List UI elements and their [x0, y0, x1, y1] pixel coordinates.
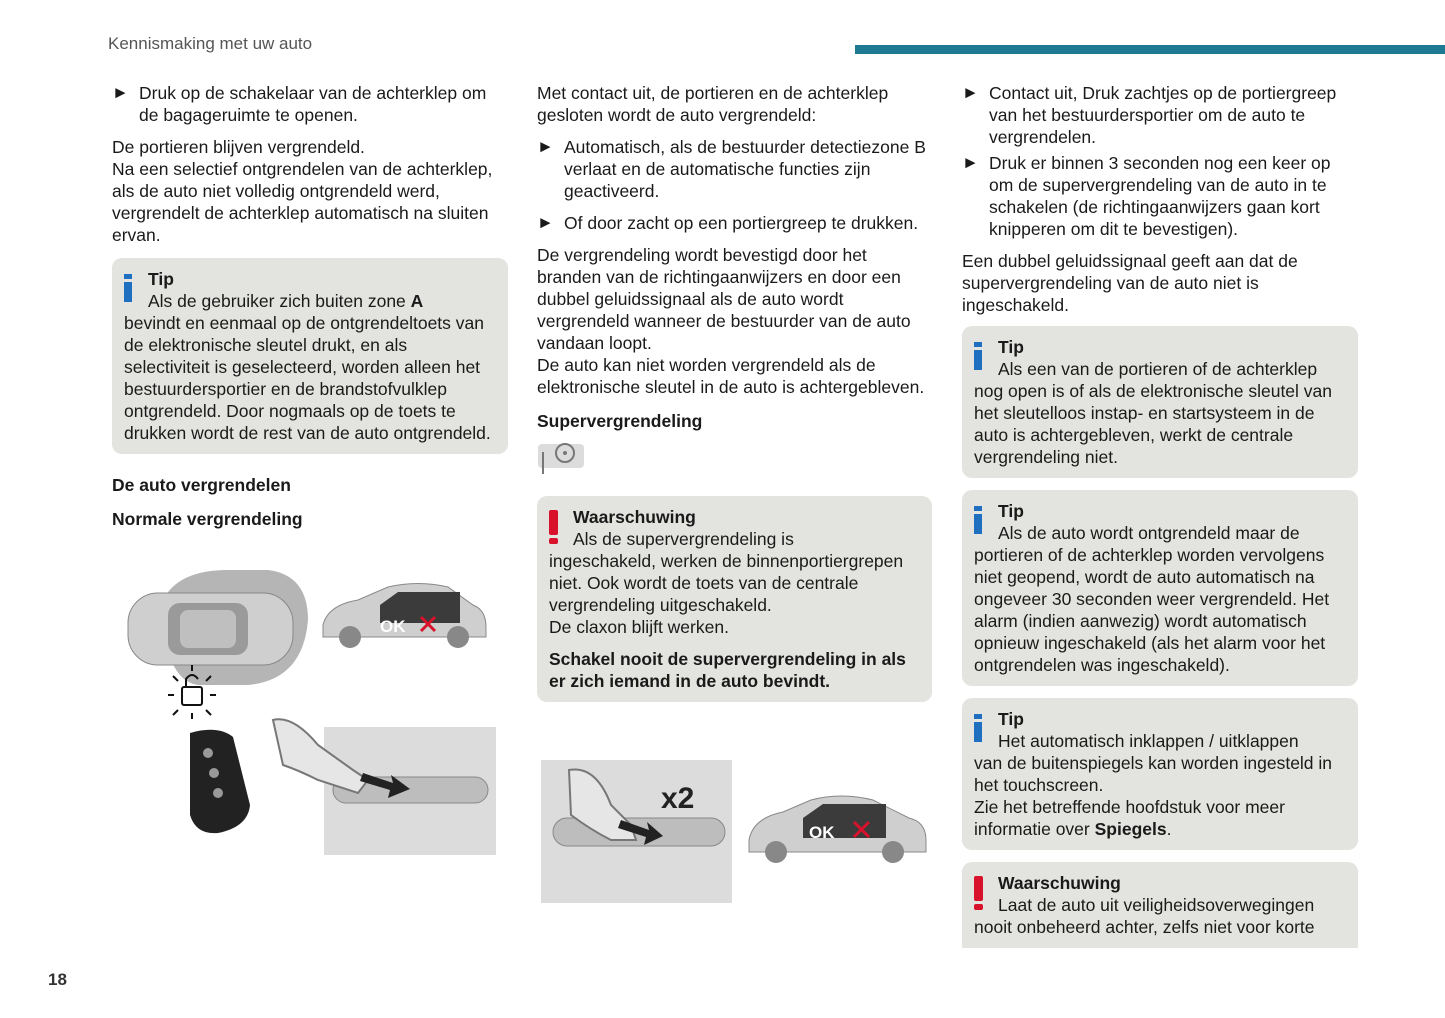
bullet-arrow-icon: ►	[537, 213, 554, 232]
paragraph: De portieren blijven vergrendeld.	[112, 137, 365, 157]
column-1: ► Druk op de schakelaar van de achterkle…	[112, 82, 508, 542]
section-heading: Supervergrendeling	[537, 411, 703, 431]
padlock-unlocked-icon	[168, 665, 216, 719]
info-icon	[124, 274, 132, 302]
tip-box: Tip Het automatisch inklappen / uitklapp…	[962, 698, 1358, 850]
paragraph: De auto kan niet worden vergrendeld als …	[537, 355, 925, 397]
tip-title: Tip	[998, 501, 1024, 521]
warning-box: Waarschuwing Laat de auto uit veiligheid…	[962, 862, 1358, 948]
warning-title: Waarschuwing	[998, 873, 1121, 893]
tip-box: Tip Als een van de portieren of de achte…	[962, 326, 1358, 478]
bullet-item: ► Automatisch, als de bestuurder detecti…	[537, 137, 926, 201]
bullet-arrow-icon: ►	[112, 83, 129, 102]
section-heading: De auto vergrendelen	[112, 475, 291, 495]
tip-title: Tip	[998, 709, 1024, 729]
column-3: ► Contact uit, Druk zachtjes op de porti…	[962, 82, 1358, 948]
car-side-icon	[748, 795, 927, 863]
tip-box: Tip Als de auto wordt ontgrendeld maar d…	[962, 490, 1358, 686]
header-accent-bar	[855, 45, 1445, 54]
bullet-arrow-icon: ►	[962, 153, 979, 172]
cross-icon	[852, 820, 871, 839]
ignition-off-icon	[538, 443, 584, 474]
bullet-item: ► Druk op de schakelaar van de achterkle…	[112, 83, 487, 125]
warning-box: Waarschuwing Als de supervergrendeling i…	[537, 496, 932, 702]
bullet-arrow-icon: ►	[537, 137, 554, 156]
section-heading: Normale vergrendeling	[112, 509, 303, 529]
info-icon	[974, 506, 982, 534]
warning-emphasis: Schakel nooit de supervergrendeling in a…	[549, 649, 906, 691]
bullet-arrow-icon: ►	[962, 83, 979, 102]
normal-locking-illustration: OK	[127, 570, 496, 855]
cross-icon	[419, 615, 437, 633]
paragraph: Na een selectief ontgrendelen van de ach…	[112, 159, 493, 245]
car-side-icon	[322, 583, 487, 648]
tip-title: Tip	[998, 337, 1024, 357]
x2-label: x2	[661, 782, 694, 815]
warning-icon	[549, 510, 558, 544]
paragraph: De vergrendeling wordt bevestigd door he…	[537, 245, 911, 353]
tip-box: Tip Als de gebruiker zich buiten zone A …	[112, 258, 508, 454]
key-fob-icon	[190, 729, 250, 834]
arrow-icon	[360, 773, 410, 798]
page-number: 18	[48, 970, 67, 989]
superlocking-illustration: x2 OK	[541, 760, 927, 903]
bullet-item: ► Of door zacht op een portiergreep te d…	[537, 213, 919, 233]
warning-title: Waarschuwing	[573, 507, 696, 527]
ok-label: OK	[380, 617, 406, 636]
info-icon	[974, 342, 982, 370]
paragraph: Een dubbel geluidssignaal geeft aan dat …	[962, 251, 1298, 315]
info-icon	[974, 714, 982, 742]
tip-title: Tip	[148, 269, 174, 289]
column-2: Met contact uit, de portieren en de acht…	[537, 82, 933, 714]
arrow-icon	[618, 820, 663, 845]
hand-icon	[271, 718, 370, 795]
running-header: Kennismaking met uw auto	[108, 34, 313, 53]
bullet-item: ► Druk er binnen 3 seconden nog een keer…	[962, 153, 1331, 239]
warning-icon	[974, 876, 983, 910]
bullet-item: ► Contact uit, Druk zachtjes op de porti…	[962, 83, 1337, 147]
paragraph: Met contact uit, de portieren en de acht…	[537, 83, 889, 125]
ok-label: OK	[809, 823, 835, 842]
